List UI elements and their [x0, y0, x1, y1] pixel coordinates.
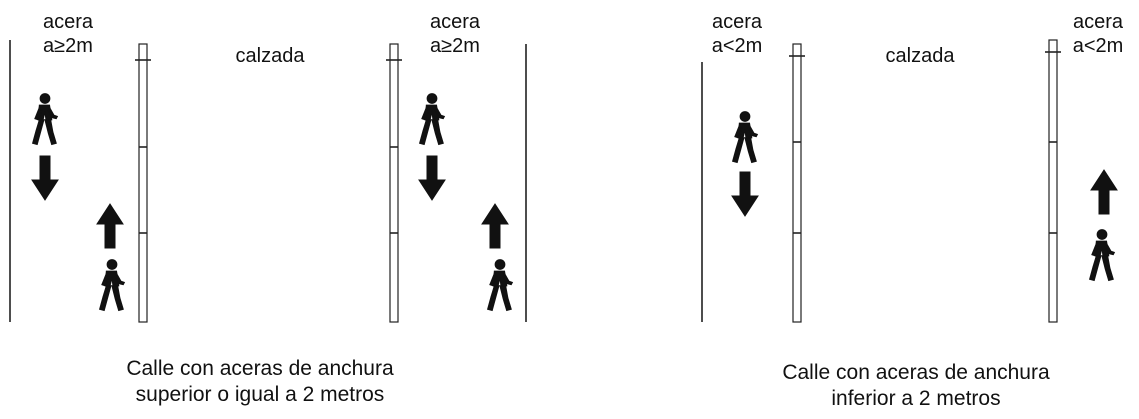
- sidewalk-label-word: acera: [711, 11, 763, 33]
- arrow-down-icon: [418, 155, 446, 201]
- pedestrian-walking-icon: [1089, 229, 1115, 281]
- sidewalk-width-label: a≥2m: [43, 35, 93, 57]
- sidewalk-width-label: a≥2m: [430, 35, 480, 57]
- curb-right: [1048, 39, 1058, 323]
- sidewalk-width-label: a<2m: [1072, 35, 1124, 57]
- pedestrian-walking-icon: [32, 93, 58, 145]
- caption-line: Calle con aceras de anchura: [782, 361, 1050, 384]
- sidewalk-label-right: acera a<2m: [1060, 10, 1136, 58]
- sidewalk-label-word: acera: [42, 11, 94, 33]
- pedestrian-walking-icon: [487, 259, 513, 311]
- sidewalk-width-label: a<2m: [711, 35, 763, 57]
- caption-right: Calle con aceras de anchura inferior a 2…: [756, 360, 1076, 412]
- curb-right: [389, 43, 399, 323]
- road-label: calzada: [235, 45, 305, 67]
- arrow-up-icon: [1090, 169, 1118, 215]
- caption-line: superior o igual a 2 metros: [135, 383, 385, 406]
- pedestrian-walking-icon: [419, 93, 445, 145]
- sidewalk-label-word: acera: [429, 11, 481, 33]
- pedestrian-walking-icon: [732, 111, 758, 163]
- arrow-down-icon: [731, 171, 759, 217]
- sidewalk-label-right: acera a≥2m: [415, 10, 495, 58]
- sidewalk-label-word: acera: [1072, 11, 1124, 33]
- caption-left: Calle con aceras de anchura superior o i…: [100, 356, 420, 408]
- curb-left: [792, 43, 802, 323]
- pedestrian-walking-icon: [99, 259, 125, 311]
- arrow-down-icon: [31, 155, 59, 201]
- sidewalk-label-left: acera a<2m: [697, 10, 777, 58]
- arrow-up-icon: [96, 203, 124, 249]
- sidewalk-label-left: acera a≥2m: [28, 10, 108, 58]
- curb-left: [138, 43, 148, 323]
- road-label: calzada: [885, 45, 955, 67]
- caption-line: Calle con aceras de anchura: [126, 357, 394, 380]
- arrow-up-icon: [481, 203, 509, 249]
- caption-line: inferior a 2 metros: [831, 387, 1001, 410]
